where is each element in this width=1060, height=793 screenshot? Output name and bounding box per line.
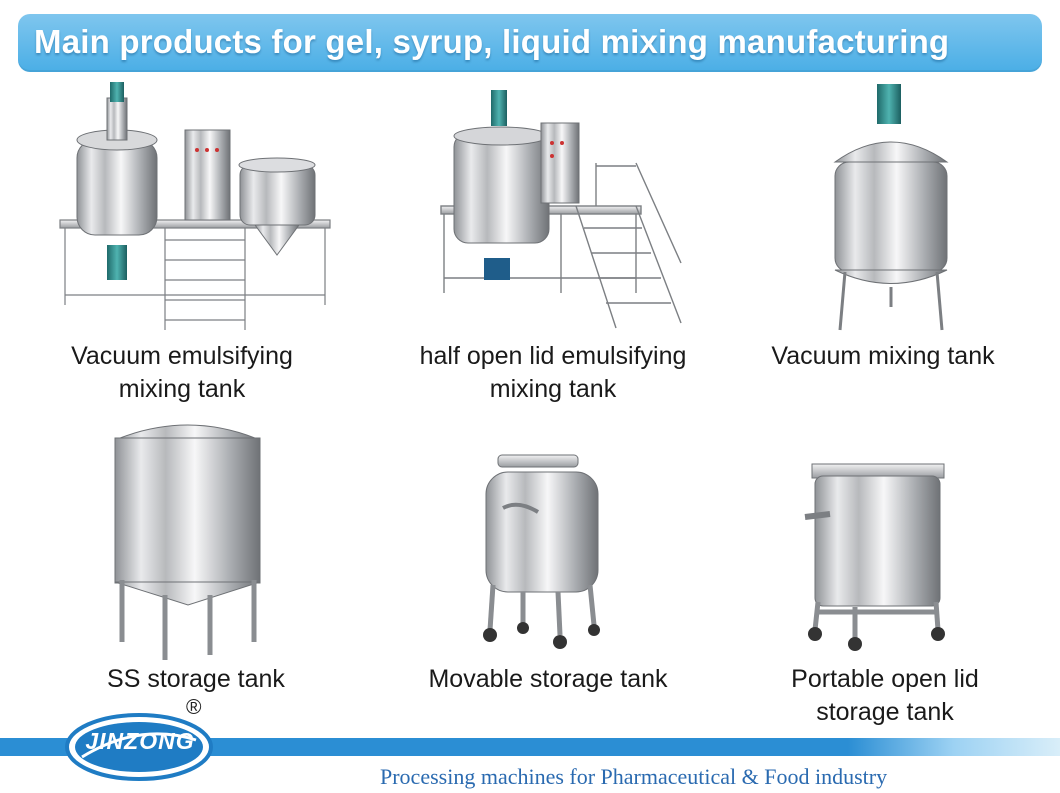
product-caption-6: Portable open lid storage tank: [772, 663, 998, 729]
product-caption-4: SS storage tank: [80, 663, 312, 696]
title-banner: Main products for gel, syrup, liquid mix…: [18, 14, 1042, 72]
product-caption-2: half open lid emulsifying mixing tank: [403, 340, 703, 406]
caption-line: Portable open lid: [791, 665, 979, 693]
caption-line: SS storage tank: [107, 665, 285, 693]
caption-line: mixing tank: [118, 375, 246, 403]
caption-line: half open lid emulsifying: [419, 342, 687, 370]
jinzong-logo: [65, 713, 213, 781]
product-caption-5: Movable storage tank: [410, 663, 686, 696]
vacuum-mixing-tank-image: [833, 84, 949, 331]
vacuum-emulsifying-tank-image: [59, 82, 331, 330]
portable-open-lid-tank-image: [804, 463, 945, 651]
caption-line: Movable storage tank: [428, 665, 668, 693]
footer-band: [0, 738, 1060, 756]
page-title: Main products for gel, syrup, liquid mix…: [34, 23, 950, 60]
registered-mark: ®: [186, 696, 202, 719]
caption-line: storage tank: [816, 698, 954, 726]
footer-tagline: Processing machines for Pharmaceutical &…: [380, 764, 888, 789]
product-caption-3: Vacuum mixing tank: [758, 340, 1008, 373]
caption-line: Vacuum mixing tank: [771, 342, 995, 370]
caption-line: mixing tank: [489, 375, 617, 403]
ss-storage-tank-image: [114, 424, 261, 660]
logo-text: JINZONG: [85, 728, 195, 754]
half-open-lid-tank-image: [440, 90, 682, 329]
product-caption-1: Vacuum emulsifying mixing tank: [40, 340, 324, 406]
caption-line: Vacuum emulsifying: [71, 342, 293, 370]
movable-storage-tank-image: [483, 454, 600, 649]
